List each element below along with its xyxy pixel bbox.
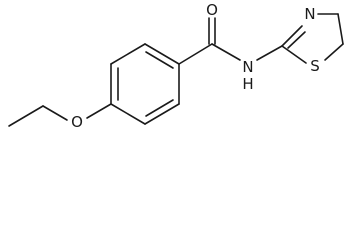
bond-c2-n3-a (281, 25, 303, 47)
bond-ether-oxygen-ch2 (42, 105, 68, 121)
bond-carbonyl-nitrogen (211, 43, 241, 61)
atom-labels: O N H N S O (71, 1, 320, 131)
bond-ch2-ch3 (8, 105, 44, 127)
bond-ring-3-4-inner (145, 99, 174, 117)
bond-ring-1-2 (144, 43, 180, 65)
bond-ring-ether-oxygen (86, 103, 112, 119)
bond-ring-1-2-inner (145, 51, 174, 69)
atom-amide-nitrogen: N (242, 58, 253, 76)
atom-ring-nitrogen: N (304, 5, 315, 23)
bonds (8, 13, 344, 127)
bond-c5-s1 (324, 43, 344, 61)
bond-s1-c2 (281, 45, 307, 64)
bond-ring-6-1 (110, 43, 146, 65)
bond-ring-4-5 (110, 103, 146, 125)
atom-carbonyl-oxygen: O (206, 1, 218, 19)
bond-ring-3-4 (144, 103, 180, 125)
chemical-structure-diagram: O N H N S O (8, 1, 344, 131)
bond-ring-carbonyl (178, 43, 213, 65)
bond-c4-c5 (337, 13, 344, 45)
bond-c2-n3-b (287, 31, 306, 49)
atom-ring-sulfur: S (310, 57, 320, 75)
bond-nitrogen-thiazoline (256, 45, 283, 61)
atom-amide-hydrogen: H (242, 75, 253, 93)
atom-ether-oxygen: O (71, 113, 83, 131)
